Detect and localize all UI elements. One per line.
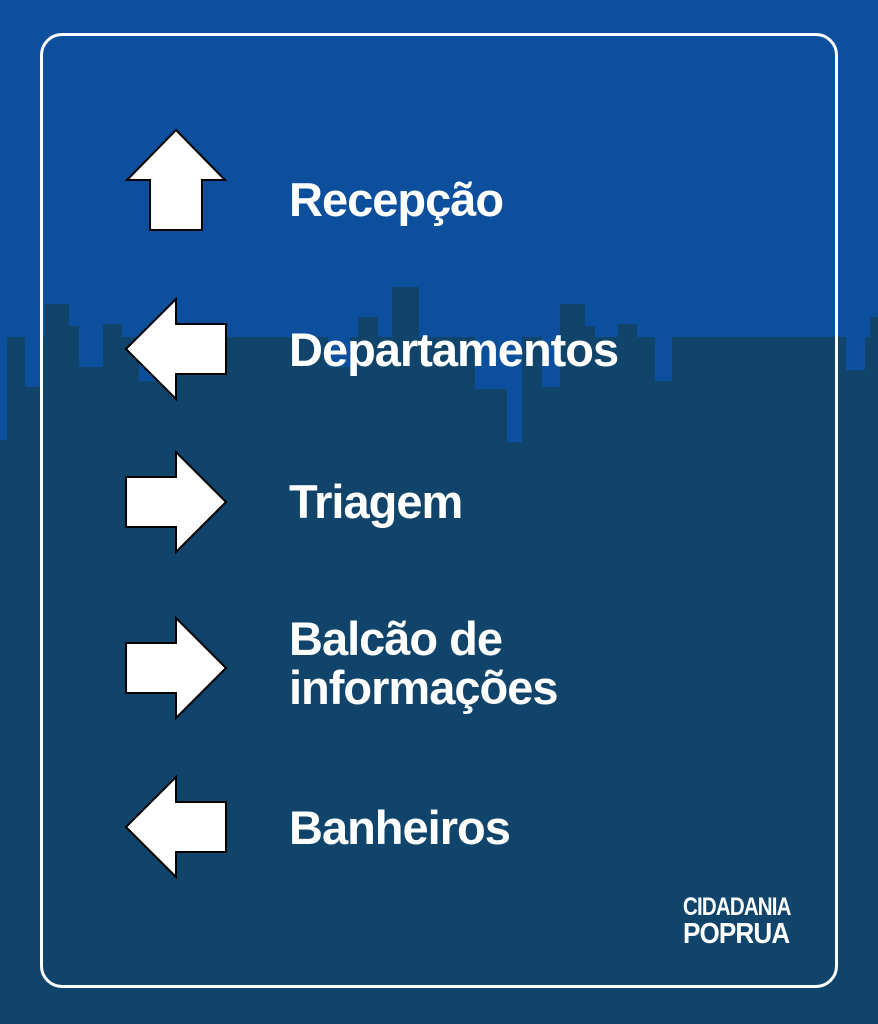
logo-line-1: CIDADANIA	[683, 893, 791, 921]
sign-label: Departamentos	[289, 323, 619, 376]
sign-label: Triagem	[289, 475, 463, 528]
arrow-up-icon	[124, 128, 228, 231]
cidadania-poprua-logo: CIDADANIA POPRUA	[683, 895, 814, 949]
sign-label: Recepção	[289, 173, 504, 226]
arrow-right-icon	[125, 616, 228, 720]
arrow-right-icon	[125, 450, 228, 554]
sign-frame	[40, 33, 838, 988]
arrow-left-icon	[124, 775, 227, 879]
sign-label: Banheiros	[289, 801, 511, 854]
logo-line-2: POPRUA	[683, 918, 790, 950]
sign-label: Balcão de informações	[289, 612, 558, 715]
arrow-left-icon	[124, 297, 227, 401]
